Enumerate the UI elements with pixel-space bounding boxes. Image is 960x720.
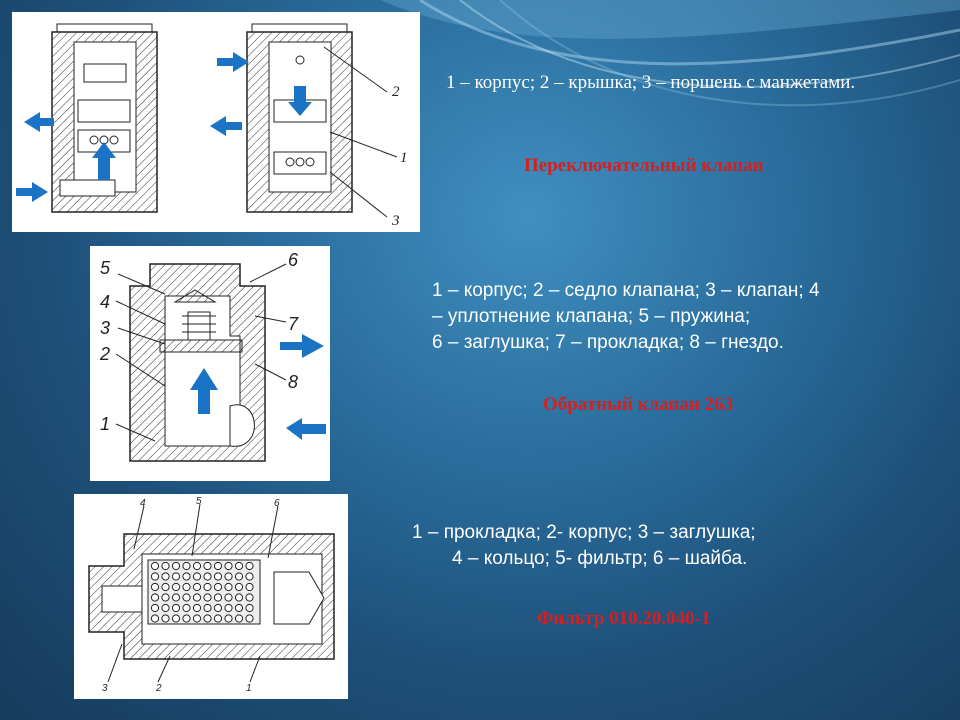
filter-hole [182,603,191,613]
filter-hole [171,572,181,581]
flow-arrows [16,52,312,202]
filter-hole [224,593,233,602]
filter-hole [213,572,223,581]
label-2: 2 [99,344,110,364]
filter-hole [234,561,244,571]
filter-hole [150,572,160,581]
switching-valve-description: 1 – корпус; 2 – крышка; 3 – поршень с ма… [446,72,856,93]
filter-hole [203,614,212,623]
label-1: 1 [400,150,408,166]
filter-hole [203,603,212,613]
label-1: 1 [100,414,110,434]
filter-hole [161,582,170,592]
filter-hole [161,614,170,623]
label-5: 5 [196,496,202,507]
filter-hole [182,614,191,623]
decorative-swoosh [380,0,960,107]
filter-hole [245,603,254,613]
filter-hole [203,561,212,571]
filter-hole [171,582,181,592]
filter-hole [171,614,181,623]
check-valve-description: 1 – корпус; 2 – седло клапана; 3 – клапа… [432,280,820,353]
label-3: 3 [100,318,110,338]
label-6: 6 [288,250,299,270]
filter-hole [245,572,254,581]
filter-hole [150,561,160,571]
switching-valve-title: Переключательный клапан [524,155,764,176]
filter-hole [171,603,181,613]
filter-hole [234,593,244,602]
label-3: 3 [391,213,400,229]
filter-hole [224,561,233,571]
filter-hole [224,603,233,613]
filter-hole [203,593,212,602]
label-4: 4 [140,498,146,509]
filter-hole [203,572,212,581]
filter-hole [192,593,202,602]
filter-hole [150,614,160,623]
filter-description: 1 – прокладка; 2- корпус; 3 – заглушка; … [412,522,756,569]
label-7: 7 [288,314,299,334]
filter-hole [224,614,233,623]
check-valve-drawing: 5 4 3 2 1 6 7 8 [90,246,330,481]
label-8: 8 [288,372,298,392]
filter-hole [171,593,181,602]
valve-right [246,23,398,218]
filter-hole [234,572,244,581]
filter-hole [213,614,223,623]
filter-title: Фильтр 010.20.040-1 [537,608,711,629]
filter-hole [161,572,170,581]
label-5: 5 [100,258,111,278]
filter-hole [234,582,244,592]
filter-hole [245,593,254,602]
filter-hole [182,561,191,571]
filter-hole [182,572,191,581]
filter-hole [192,603,202,613]
label-4: 4 [100,292,110,312]
check-valve-title: Обратный клапан 263 [543,394,734,415]
filter-hole [161,561,170,571]
filter-drawing: 4 5 6 3 2 1 [74,494,348,699]
filter-hole [224,582,233,592]
filter-hole [150,593,160,602]
filter-hole [234,603,244,613]
filter-hole [213,561,223,571]
filter-holes [150,561,254,623]
filter-hole [192,614,202,623]
filter-hole [234,614,244,623]
filter-hole [245,582,254,592]
filter-hole [213,603,223,613]
filter-hole [224,572,233,581]
filter-hole [213,582,223,592]
filter-hole [150,603,160,613]
label-3: 3 [102,683,108,694]
filter-hole [182,582,191,592]
label-1: 1 [246,683,252,694]
filter-hole [192,561,202,571]
filter-hole [161,593,170,602]
filter-hole [150,582,160,592]
label-2: 2 [155,683,162,694]
filter-hole [203,582,212,592]
label-2: 2 [392,84,400,100]
filter-hole [245,614,254,623]
filter-hole [171,561,181,571]
filter-hole [192,572,202,581]
valve-left [51,23,158,213]
filter-hole [161,603,170,613]
filter-hole [213,593,223,602]
filter-hole [245,561,254,571]
filter-hole [182,593,191,602]
filter-hole [192,582,202,592]
switching-valve-drawing: 2 1 3 [12,12,420,232]
label-6: 6 [274,498,280,509]
